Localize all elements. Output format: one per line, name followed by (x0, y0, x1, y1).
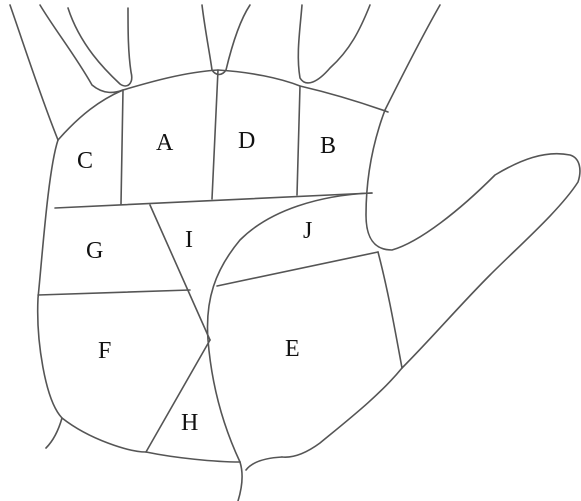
divider-d-b (297, 86, 300, 195)
thumb-outline (282, 110, 580, 457)
region-label-g: G (86, 238, 103, 264)
little-finger-outline (10, 5, 58, 140)
divider-c-a (121, 90, 123, 204)
region-boundaries (38, 70, 402, 462)
wrist-stub-outline (238, 462, 242, 501)
life-line-curve (207, 193, 372, 462)
divider-j-e (217, 252, 378, 286)
diagonal-f-h (146, 340, 210, 452)
little-finger-inner-outline (40, 5, 123, 92)
region-label-c: C (77, 148, 93, 174)
region-label-d: D (238, 128, 255, 154)
index-finger-outline (298, 5, 370, 83)
divider-g-f (38, 290, 190, 295)
wrist-bottom-outline (62, 418, 240, 462)
divider-a-d (212, 70, 218, 199)
finger-mounts-top-arc (58, 70, 388, 140)
index-outer-outline (385, 5, 440, 110)
region-label-h: H (181, 410, 198, 436)
middle-finger-outline (202, 5, 250, 75)
wrist-right-stub-outline (246, 457, 282, 470)
region-label-a: A (156, 130, 174, 156)
ring-finger-outline (68, 8, 132, 86)
diagonal-i-f (150, 205, 210, 340)
region-label-i: I (185, 227, 193, 253)
thumb-base-line (378, 252, 402, 368)
mounts-bottom-line (55, 193, 372, 208)
region-label-f: F (98, 338, 111, 364)
region-label-b: B (320, 133, 336, 159)
region-label-e: E (285, 336, 300, 362)
region-label-j: J (303, 218, 312, 244)
